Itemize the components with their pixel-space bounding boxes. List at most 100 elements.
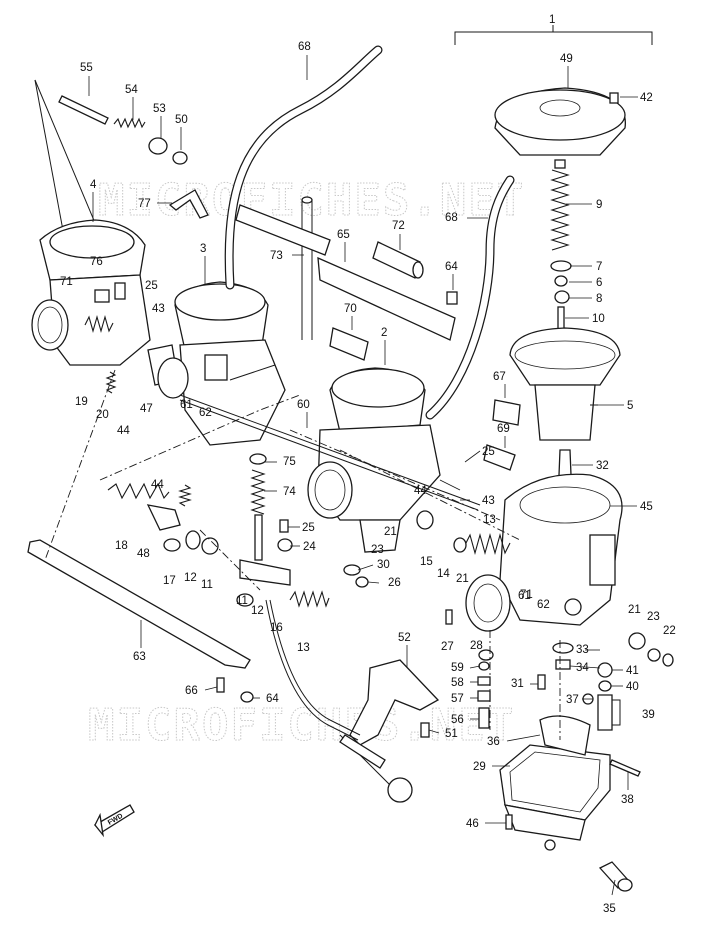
label-74: 74 [283,486,296,498]
label-47: 47 [140,403,153,415]
label-52: 52 [398,632,411,644]
part-26 [355,576,369,588]
label-46: 46 [466,818,479,830]
bracket-52 [349,659,440,746]
part-67 [492,399,521,426]
part-72-tube [372,241,421,279]
label-leaders [88,55,638,896]
part-51 [420,722,430,738]
rod-under-74 [254,514,263,561]
label-71a: 71 [60,276,73,288]
label-70: 70 [344,303,357,315]
label-8: 8 [596,293,602,305]
label-56: 56 [451,714,464,726]
label-41: 41 [626,665,639,677]
label-6: 6 [596,277,602,289]
part-66 [216,677,225,693]
group-bracket-1 [454,31,653,45]
lower-left-linkage [107,482,219,555]
label-64b: 64 [266,693,279,705]
fwd-label: FWD [107,813,124,827]
label-7: 7 [596,261,602,273]
label-15: 15 [420,556,433,568]
clip-77 [168,189,209,219]
label-18: 18 [115,540,128,552]
label-71b: 71 [520,589,533,601]
label-35: 35 [603,903,616,915]
part-42 [609,92,619,104]
linkage-16 [239,559,291,586]
label-12b: 12 [251,605,264,617]
label-23a: 23 [371,544,384,556]
label-34: 34 [576,662,589,674]
label-31: 31 [511,678,524,690]
label-59: 59 [451,662,464,674]
label-43a: 43 [152,303,165,315]
fwd-arrow-icon: FWD [93,804,135,838]
label-9: 9 [596,199,602,211]
label-61b: 61 [518,590,531,602]
label-5: 5 [627,400,633,412]
label-11a: 11 [201,579,213,591]
part-64-bolt [240,691,254,703]
label-58: 58 [451,677,464,689]
label-21b: 21 [456,573,469,585]
label-63: 63 [133,651,146,663]
label-13b: 13 [483,514,496,526]
plate-65 [317,256,456,341]
part-labels: 1 2 3 4 5 6 7 8 9 10 11 11 12 12 13 13 1… [60,14,676,915]
label-51: 51 [445,728,458,740]
label-19: 19 [75,396,88,408]
label-20: 20 [96,409,109,421]
label-30: 30 [377,559,390,571]
label-1: 1 [549,14,555,26]
label-12a: 12 [184,572,197,584]
label-75: 75 [283,456,296,468]
carburetor-3 [147,281,286,446]
label-43b: 43 [482,495,495,507]
part-69 [483,444,516,471]
spring-74 [250,469,266,515]
label-65: 65 [337,229,350,241]
part-35-screw [598,861,633,892]
label-55: 55 [80,62,93,74]
label-38: 38 [621,794,634,806]
part-75 [249,453,267,465]
label-73: 73 [270,250,283,262]
part-28 [478,649,494,661]
label-25b: 25 [302,522,315,534]
part-25-center [279,519,289,533]
label-68b: 68 [445,212,458,224]
label-50: 50 [175,114,188,126]
label-21a: 21 [384,526,397,538]
label-17: 17 [163,575,176,587]
label-62b: 62 [537,599,550,611]
label-67: 67 [493,371,506,383]
label-14: 14 [437,568,450,580]
label-44a: 44 [117,425,130,437]
label-28: 28 [470,640,483,652]
spring-13-lower [289,590,330,608]
label-39: 39 [642,709,655,721]
label-66: 66 [185,685,198,697]
plate-63 [27,539,251,669]
label-49: 49 [560,53,573,65]
part-22-ring [662,653,674,667]
label-64a: 64 [445,261,458,273]
label-29: 29 [473,761,486,773]
label-3: 3 [200,243,206,255]
part-30 [343,564,361,576]
part-23-ring [647,648,661,662]
part-24 [277,538,293,552]
label-36: 36 [487,736,500,748]
label-68a: 68 [298,41,311,53]
label-22: 22 [663,625,676,637]
label-21c: 21 [628,604,641,616]
label-33: 33 [576,644,589,656]
label-13a: 13 [297,642,310,654]
label-37: 37 [566,694,579,706]
carburetor-2 [307,367,441,553]
label-48: 48 [137,548,150,560]
label-23b: 23 [647,611,660,623]
